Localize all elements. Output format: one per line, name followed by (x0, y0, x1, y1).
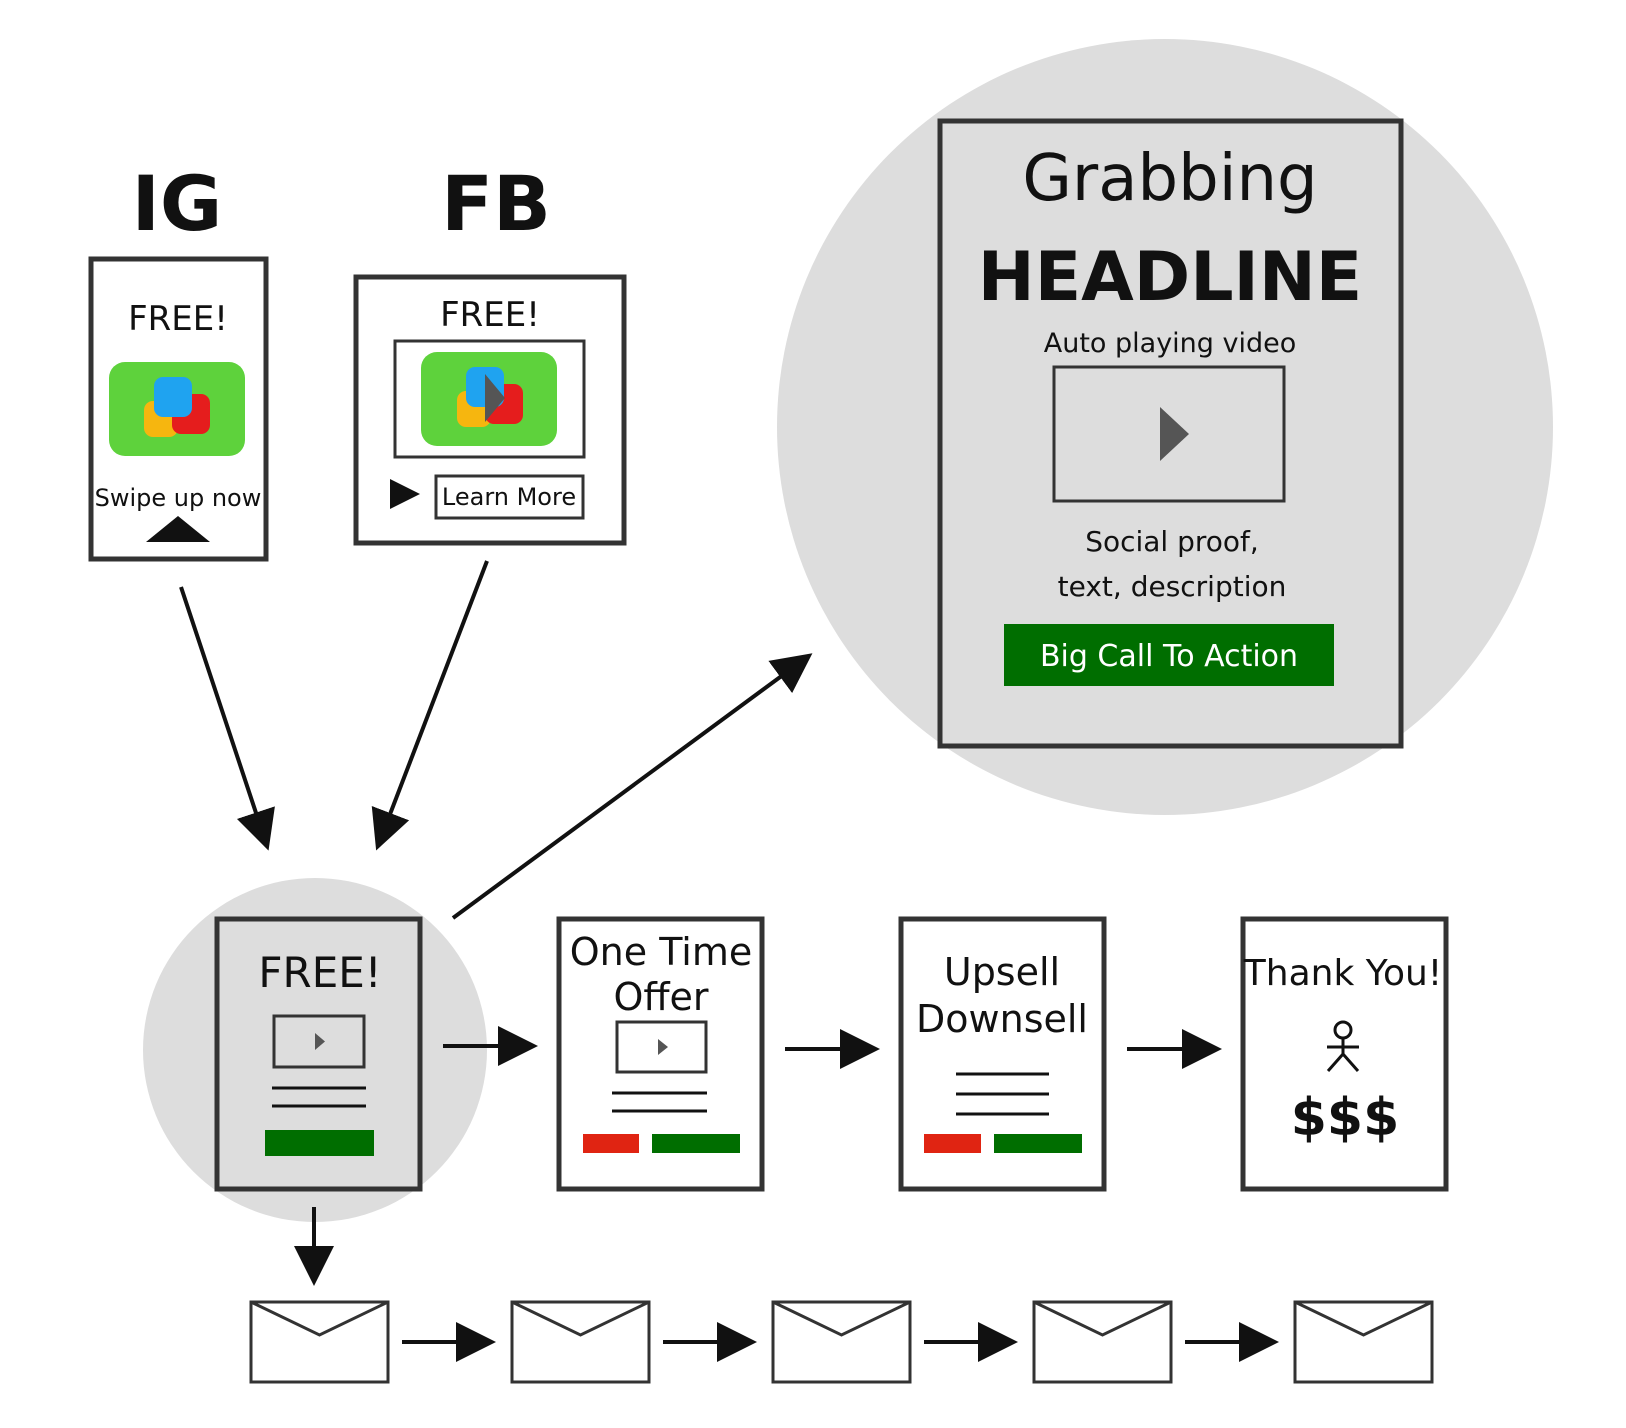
swipe-up-arrow-icon (146, 516, 210, 542)
email-envelope-icon[interactable] (249, 1300, 390, 1384)
video-thumb (272, 1014, 366, 1069)
oto-line1: One Time (570, 930, 752, 974)
thanks-money: $$$ (1291, 1088, 1400, 1148)
zoom-title-line2: HEADLINE (978, 238, 1362, 317)
play-icon (315, 1033, 325, 1050)
zoom-body-line2: text, description (1058, 570, 1287, 603)
ig-ad-card[interactable]: FREE! Swipe up now (88, 256, 269, 562)
big-cta-label: Big Call To Action (1040, 639, 1298, 674)
oto-page-card[interactable]: One Time Offer (556, 916, 765, 1192)
fb-ad-card[interactable]: FREE! Learn More (353, 274, 627, 546)
email-envelope-icon[interactable] (510, 1300, 651, 1384)
zoom-video-caption: Auto playing video (1044, 328, 1297, 359)
landing-page-detail: Grabbing HEADLINE Auto playing video Soc… (937, 118, 1404, 749)
cta-bar (265, 1130, 374, 1156)
ig-label: IG (132, 159, 223, 248)
thanks-headline: Thank You! (1243, 953, 1442, 994)
fb-ad-headline: FREE! (440, 295, 540, 335)
landing-to-zoom-arrow (451, 653, 813, 920)
landing-page-card[interactable]: FREE! (214, 916, 423, 1192)
email-envelope-icon[interactable] (1293, 1300, 1434, 1384)
zoom-title-line1: Grabbing (1022, 142, 1317, 216)
ig-to-landing-arrow (179, 586, 275, 851)
zoom-body-line1: Social proof, (1085, 525, 1259, 558)
app-logo-icon (109, 362, 245, 456)
play-icon (1160, 407, 1189, 461)
oto-line2: Offer (613, 975, 708, 1019)
fb-ad-cta: Learn More (442, 483, 576, 511)
decline-bar (924, 1134, 981, 1153)
accept-bar (994, 1134, 1082, 1153)
play-icon (485, 374, 505, 422)
decline-bar (583, 1134, 639, 1153)
big-cta-button[interactable] (1004, 624, 1334, 686)
fb-label: FB (441, 159, 551, 248)
play-icon (658, 1039, 668, 1055)
email-sequence (249, 1300, 1434, 1384)
video-thumb (615, 1020, 708, 1074)
upsell-line1: Upsell (944, 950, 1060, 994)
accept-bar (652, 1134, 740, 1153)
email-envelope-icon[interactable] (1032, 1300, 1173, 1384)
fb-to-landing-arrow (371, 560, 489, 851)
thank-you-page-card[interactable]: Thank You! $$$ (1240, 916, 1449, 1192)
upsell-page-card[interactable]: Upsell Downsell (898, 916, 1107, 1192)
ig-ad-headline: FREE! (128, 299, 228, 339)
ig-ad-cta: Swipe up now (95, 484, 262, 512)
learn-more-button[interactable] (434, 474, 585, 520)
email-envelope-icon[interactable] (771, 1300, 912, 1384)
upsell-line2: Downsell (916, 997, 1088, 1041)
person-icon (1326, 1020, 1360, 1072)
landing-headline: FREE! (258, 948, 381, 997)
